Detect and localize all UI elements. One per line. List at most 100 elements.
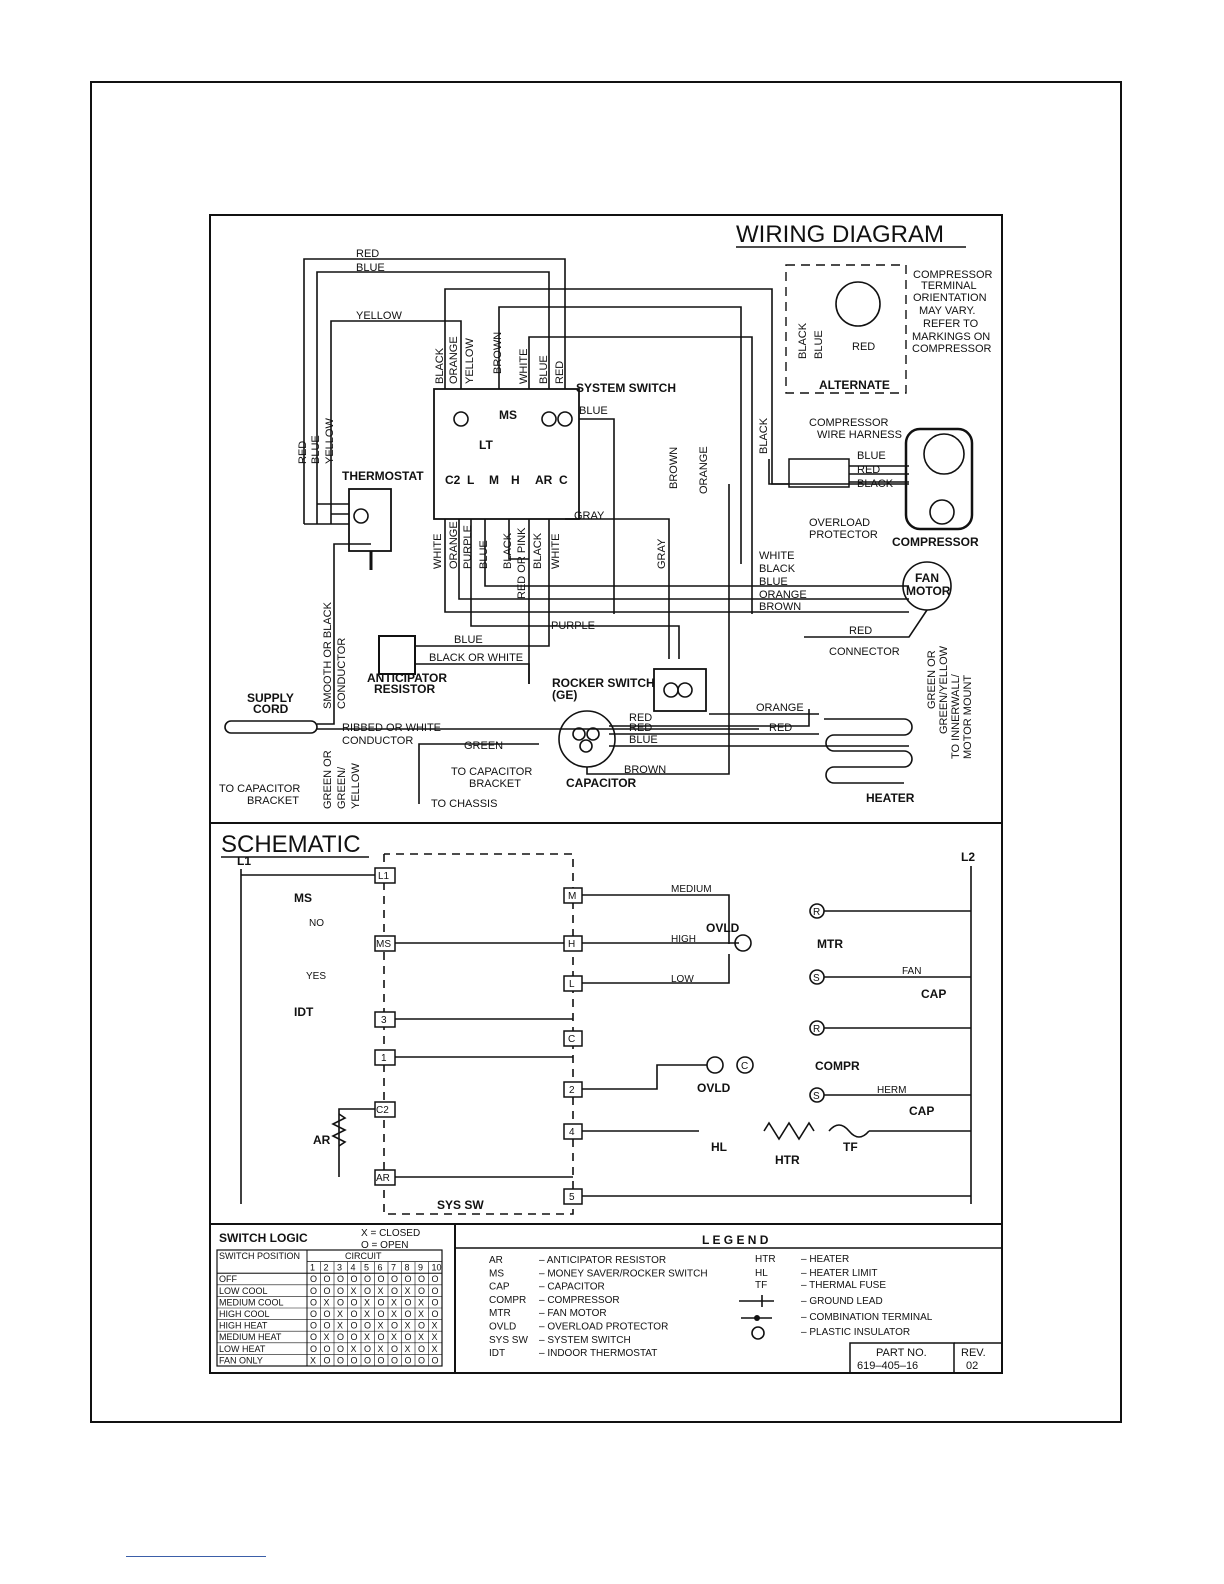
svg-text:MAY VARY.: MAY VARY.	[919, 305, 975, 317]
svg-text:MS: MS	[499, 408, 517, 422]
switch-position-name: MEDIUM HEAT	[219, 1332, 282, 1342]
circuit-state: O	[351, 1355, 358, 1365]
svg-text:HTR: HTR	[775, 1153, 800, 1167]
svg-text:YELLOW: YELLOW	[324, 418, 336, 464]
circuit-state: O	[432, 1355, 439, 1365]
svg-text:NO: NO	[309, 918, 324, 929]
circuit-state: O	[324, 1309, 331, 1319]
svg-text:HEATER: HEATER	[866, 791, 915, 805]
circuit-state: O	[405, 1274, 412, 1284]
switch-position-name: HIGH HEAT	[219, 1321, 268, 1331]
svg-text:M: M	[568, 891, 576, 902]
circuit-state: O	[337, 1332, 344, 1342]
svg-text:RED: RED	[769, 722, 792, 734]
circuit-state: O	[391, 1321, 398, 1331]
svg-text:OVERLOAD: OVERLOAD	[809, 517, 870, 529]
svg-text:BROWN: BROWN	[624, 764, 666, 776]
svg-text:RED: RED	[297, 441, 309, 464]
switch-position-name: OFF	[219, 1274, 237, 1284]
capacitor	[558, 710, 616, 768]
circuit-state: O	[418, 1274, 425, 1284]
circuit-state: O	[337, 1355, 344, 1365]
circuit-state: O	[405, 1297, 412, 1307]
svg-text:PURPLE: PURPLE	[462, 525, 474, 569]
svg-text:BRACKET: BRACKET	[247, 795, 299, 807]
svg-text:WHITE: WHITE	[518, 349, 530, 384]
circuit-header: 5	[364, 1263, 369, 1273]
circuit-state: O	[432, 1297, 439, 1307]
svg-text:COMPRESSOR: COMPRESSOR	[913, 269, 993, 281]
legend-key: SYS SW	[489, 1335, 528, 1346]
circuit-state: O	[324, 1344, 331, 1354]
circuit-state: O	[432, 1274, 439, 1284]
svg-text:REV.: REV.	[961, 1347, 986, 1359]
switch-logic-title: SWITCH LOGIC	[219, 1231, 308, 1245]
legend-value: – ANTICIPATOR RESISTOR	[539, 1255, 666, 1266]
circuit-state: X	[405, 1321, 411, 1331]
svg-text:CORD: CORD	[253, 702, 289, 716]
legend-key: COMPR	[489, 1295, 526, 1306]
svg-text:RED: RED	[629, 712, 652, 724]
svg-text:L2: L2	[961, 850, 975, 864]
svg-text:RED: RED	[852, 341, 875, 353]
svg-text:H: H	[511, 473, 520, 487]
wiring-title: WIRING DIAGRAM	[736, 221, 944, 248]
legend-value: – INDOOR THERMOSTAT	[539, 1348, 657, 1359]
svg-text:2: 2	[569, 1085, 575, 1096]
svg-text:WIRE HARNESS: WIRE HARNESS	[817, 429, 902, 441]
svg-text:IDT: IDT	[294, 1005, 314, 1019]
svg-text:C2: C2	[376, 1105, 389, 1116]
circuit-state: X	[432, 1321, 438, 1331]
svg-text:ORANGE: ORANGE	[759, 589, 807, 601]
svg-text:MOTOR: MOTOR	[906, 584, 951, 598]
svg-text:TO INNERWALL/: TO INNERWALL/	[950, 673, 962, 759]
circuit-state: X	[351, 1286, 357, 1296]
header-switch-position: SWITCH POSITION	[219, 1251, 300, 1261]
svg-text:RESISTOR: RESISTOR	[374, 682, 435, 696]
circuit-state: X	[351, 1344, 357, 1354]
svg-text:AR: AR	[535, 473, 553, 487]
svg-text:PART NO.: PART NO.	[876, 1347, 927, 1359]
switch-position-name: MEDIUM COOL	[219, 1297, 284, 1307]
circuit-state: O	[337, 1274, 344, 1284]
circuit-state: O	[378, 1355, 385, 1365]
legend-value: – GROUND LEAD	[801, 1296, 883, 1307]
circuit-state: O	[337, 1286, 344, 1296]
svg-text:BLUE: BLUE	[538, 355, 550, 384]
compressor-note: COMPRESSOR TERMINAL ORIENTATION MAY VARY…	[912, 269, 993, 355]
svg-text:GREEN/YELLOW: GREEN/YELLOW	[938, 645, 950, 734]
circuit-state: O	[351, 1297, 358, 1307]
circuit-state: O	[405, 1355, 412, 1365]
svg-text:RIBBED OR WHITE: RIBBED OR WHITE	[342, 722, 441, 734]
svg-text:AR: AR	[313, 1133, 331, 1147]
header-circuit: CIRCUIT	[345, 1251, 382, 1261]
svg-text:MEDIUM: MEDIUM	[671, 884, 712, 895]
circuit-state: X	[337, 1309, 343, 1319]
svg-text:COMPRESSOR: COMPRESSOR	[912, 343, 992, 355]
svg-text:BLUE: BLUE	[813, 330, 825, 359]
svg-text:MS: MS	[376, 939, 391, 950]
svg-text:C: C	[568, 1034, 575, 1045]
alternate-terminal-box	[785, 264, 907, 394]
svg-text:MTR: MTR	[817, 937, 843, 951]
svg-text:GREEN: GREEN	[464, 740, 503, 752]
circuit-state: O	[351, 1321, 358, 1331]
circuit-state: O	[324, 1321, 331, 1331]
compressor	[904, 427, 974, 531]
svg-text:(GE): (GE)	[552, 688, 577, 702]
svg-text:GRAY: GRAY	[574, 510, 605, 522]
legend-value: – CAPACITOR	[539, 1282, 605, 1293]
circuit-state: O	[324, 1286, 331, 1296]
circuit-header: 4	[351, 1263, 356, 1273]
circuit-state: O	[378, 1332, 385, 1342]
svg-text:BLUE: BLUE	[310, 435, 322, 464]
circuit-state: O	[378, 1309, 385, 1319]
svg-text:SMOOTH OR BLACK: SMOOTH OR BLACK	[322, 601, 334, 709]
circuit-state: O	[391, 1286, 398, 1296]
circuit-state: O	[310, 1274, 317, 1284]
svg-text:C: C	[559, 473, 568, 487]
circuit-state: O	[391, 1274, 398, 1284]
svg-text:CAPACITOR: CAPACITOR	[566, 776, 637, 790]
circuit-state: O	[364, 1274, 371, 1284]
